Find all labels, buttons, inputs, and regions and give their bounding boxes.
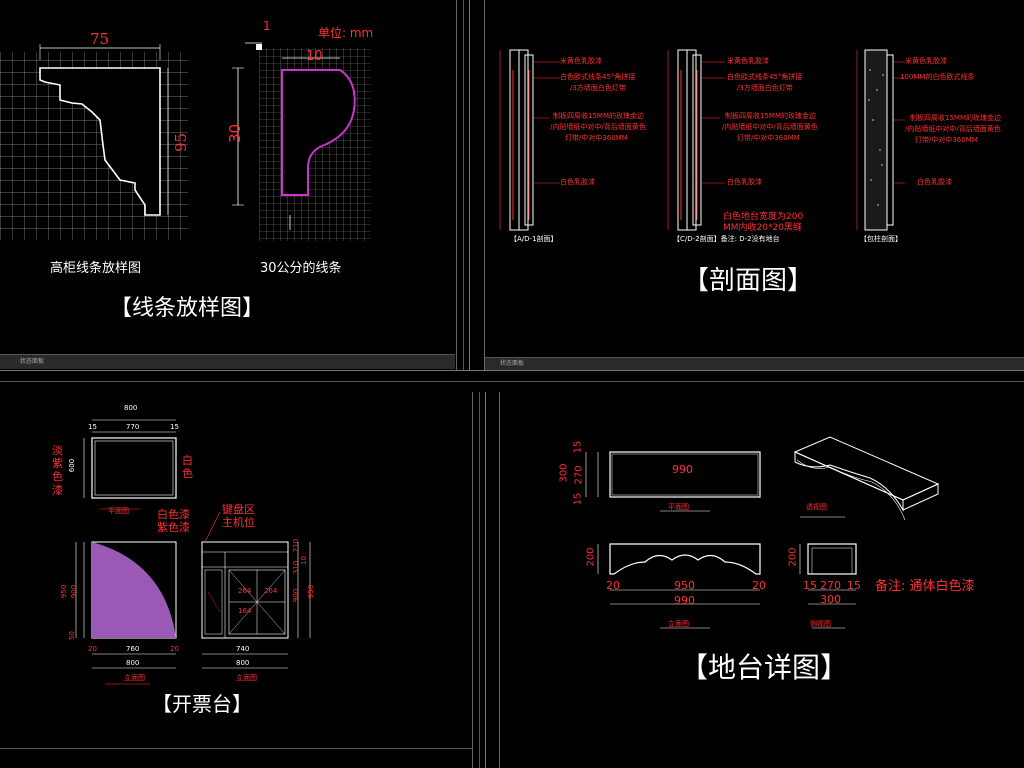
caption-section-c-d2: 【C/D-2剖面】备注: D-2没有地台	[673, 235, 780, 243]
dim-1: 1	[263, 19, 271, 33]
note-host-position: 主机位	[222, 516, 255, 529]
panel-title-sections: 【剖面图】	[683, 266, 814, 296]
panel-platform-detail: 990 300 15 270 15 平面图 透视图 200 20 950 20 …	[500, 392, 1024, 768]
note-purple-paint: 紫色漆	[157, 521, 190, 534]
platform-detail-drawing	[585, 436, 940, 629]
caption-elevation: 立面图	[124, 674, 145, 682]
panel-ticket-counter: 800 15 770 15 淡紫色漆 白色 600 平面图 白色漆 紫色漆 键盘…	[0, 392, 470, 768]
caption-section-a-d1: 【A/D-1剖面】	[510, 235, 558, 243]
sections-drawing	[499, 49, 905, 231]
unit-label: 单位: mm	[318, 26, 374, 40]
separator-top	[456, 0, 485, 372]
caption-side-elevation: 立面图	[236, 674, 257, 682]
dim-10: 10	[306, 49, 323, 64]
note-white-paint: 白色漆	[157, 508, 190, 521]
caption-plan-view: 平面图	[668, 503, 689, 511]
separator-bottom	[472, 392, 500, 768]
plan-width-990: 990	[672, 463, 693, 476]
caption-plan: 平面图	[108, 507, 129, 515]
caption-tall-cabinet: 高柜线条放样图	[50, 261, 142, 276]
note-white-paint-all: 备注: 通体白色漆	[875, 579, 975, 594]
status-bar-left: 状态面板	[0, 354, 455, 369]
separator-middle	[0, 370, 1024, 393]
caption-30cm-line: 30公分的线条	[260, 261, 342, 276]
panel-line-samples: 75 95 1 10 30 单位: mm 高柜线条放样图 30公分的线条 【线条…	[0, 0, 455, 370]
caption-section-column: 【包柱剖面】	[860, 235, 902, 243]
ticket-counter-drawing	[75, 419, 311, 685]
label-white: 白色	[182, 454, 193, 481]
panel-title-line-samples: 【线条放样图】	[110, 296, 265, 321]
dim-30: 30	[226, 123, 245, 144]
panel-title-platform-detail: 【地台详图】	[680, 651, 849, 684]
dim-95: 95	[172, 132, 191, 153]
label-light-purple-paint: 淡紫色漆	[52, 444, 63, 497]
panel-title-ticket-counter: 【开票台】	[152, 692, 252, 716]
caption-side-view: 侧视图	[810, 620, 831, 628]
dim-plan-800: 800	[124, 404, 138, 412]
caption-elevation-view: 立面图	[668, 620, 689, 628]
note-keyboard-area: 键盘区	[222, 503, 255, 516]
panel-sections: 米黄色乳胶漆 白色欧式线条45°角拼接 /3方墙面白色灯带 制板四周收15MM的…	[485, 0, 1024, 370]
line-samples-drawing	[0, 42, 371, 241]
status-bar-right: 状态面板	[485, 357, 1024, 370]
caption-perspective: 透视图	[806, 503, 827, 511]
dim-75: 75	[90, 30, 110, 48]
